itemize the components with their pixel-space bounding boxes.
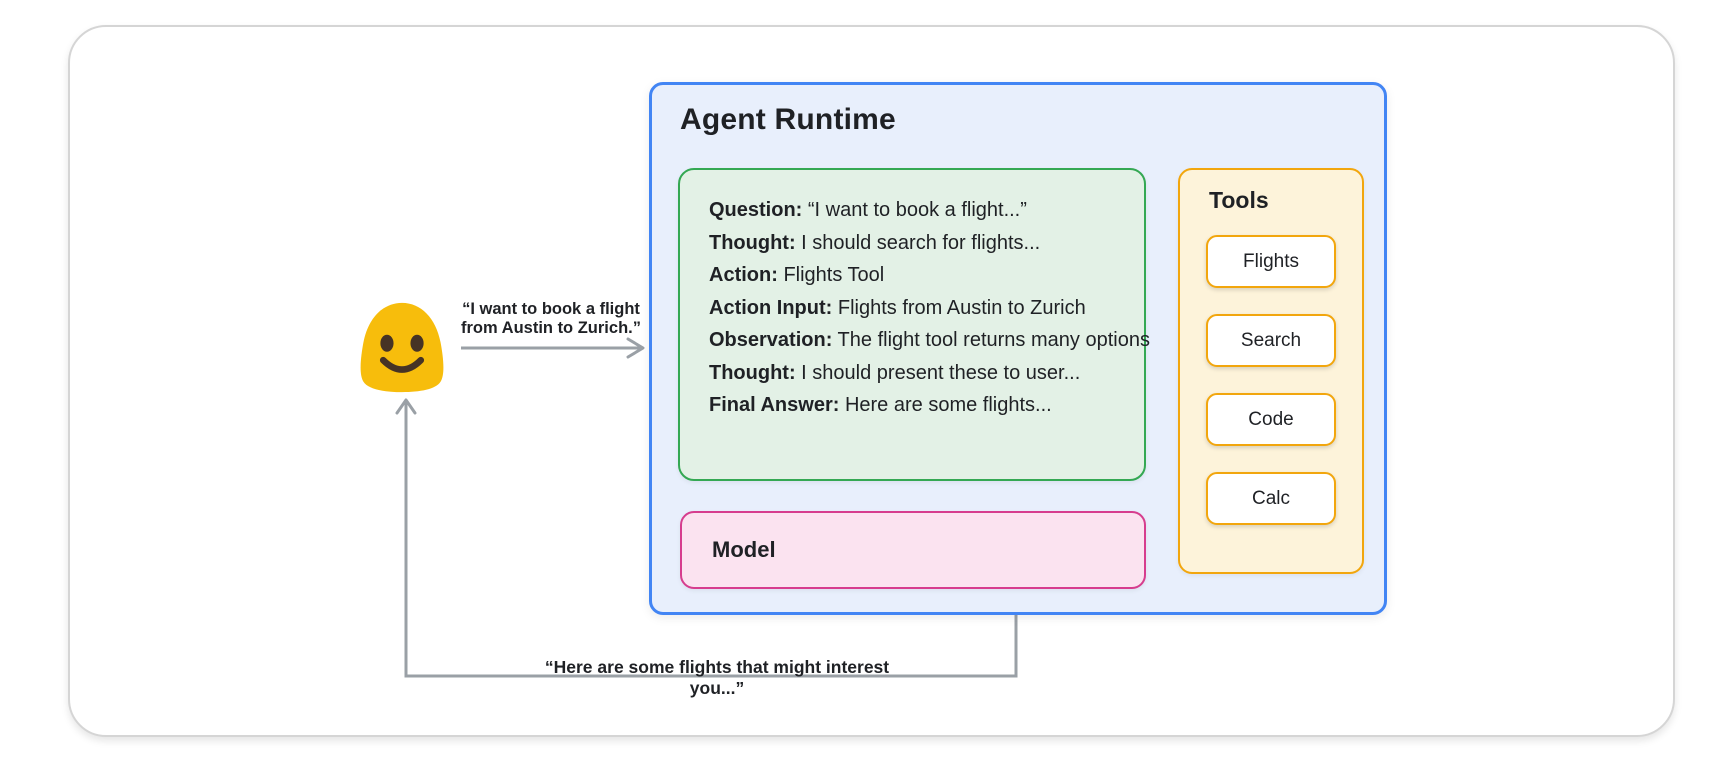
trace-line-final-answer: Final Answer: Here are some flights... — [709, 389, 1118, 422]
agent-runtime-title: Agent Runtime — [680, 103, 896, 136]
trace-text: The flight tool returns many options — [832, 329, 1150, 351]
tool-button-calc: Calc — [1206, 472, 1336, 525]
trace-text: Flights from Austin to Zurich — [832, 296, 1086, 319]
tools-panel: Tools Flights Search Code Calc — [1178, 168, 1364, 574]
trace-line-action-input: Action Input: Flights from Austin to Zur… — [709, 292, 1118, 325]
trace-text: I should present these to user... — [795, 361, 1081, 384]
agent-response-label: “Here are some flights that might intere… — [544, 657, 890, 698]
trace-label: Action Input: — [709, 296, 833, 319]
trace-label: Action: — [709, 264, 778, 286]
tool-button-code: Code — [1206, 393, 1336, 446]
user-request-label: “I want to book a flight from Austin to … — [440, 300, 662, 338]
trace-line-action: Action: Flights Tool — [709, 259, 1118, 292]
trace-label: Final Answer: — [709, 394, 840, 416]
trace-line-thought-2: Thought: I should present these to user.… — [709, 357, 1118, 390]
agent-runtime-box: Agent Runtime Question: “I want to book … — [649, 82, 1387, 615]
trace-label: Thought: — [709, 361, 796, 384]
tools-title: Tools — [1209, 187, 1269, 213]
model-label: Model — [712, 537, 776, 562]
trace-line-thought-1: Thought: I should search for flights... — [709, 227, 1118, 260]
model-box: Model — [680, 511, 1146, 589]
user-request-line2: from Austin to Zurich.” — [461, 319, 641, 337]
trace-label: Question: — [709, 199, 803, 221]
trace-line-observation: Observation: The flight tool returns man… — [709, 324, 1150, 357]
reasoning-trace-box: Question: “I want to book a flight...” T… — [678, 168, 1150, 481]
tool-button-search: Search — [1206, 314, 1336, 367]
trace-label: Thought: — [709, 231, 796, 254]
user-emoji-icon — [355, 299, 449, 395]
trace-text: I should search for flights... — [795, 231, 1041, 254]
trace-line-question: Question: “I want to book a flight...” — [709, 194, 1118, 227]
trace-label: Observation: — [709, 329, 833, 351]
tools-list: Flights Search Code Calc — [1180, 235, 1362, 525]
user-request-line1: “I want to book a flight — [462, 300, 640, 318]
tool-button-flights: Flights — [1206, 235, 1336, 288]
trace-text: Flights Tool — [777, 264, 885, 286]
trace-text: Here are some flights... — [839, 394, 1052, 416]
trace-text: “I want to book a flight...” — [802, 199, 1027, 221]
